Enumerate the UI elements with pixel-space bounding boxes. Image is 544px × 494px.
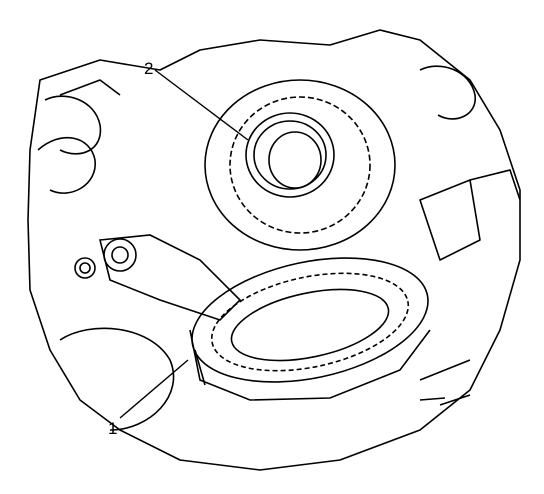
leader-lines [119, 69, 249, 419]
callout-2: 2 [144, 59, 154, 78]
housing-outline [27, 29, 521, 471]
callout-1: 1 [108, 419, 118, 438]
hub-with-splines [204, 79, 396, 251]
clutch-plate-assembly [189, 257, 431, 401]
mount-bracket [74, 234, 242, 321]
